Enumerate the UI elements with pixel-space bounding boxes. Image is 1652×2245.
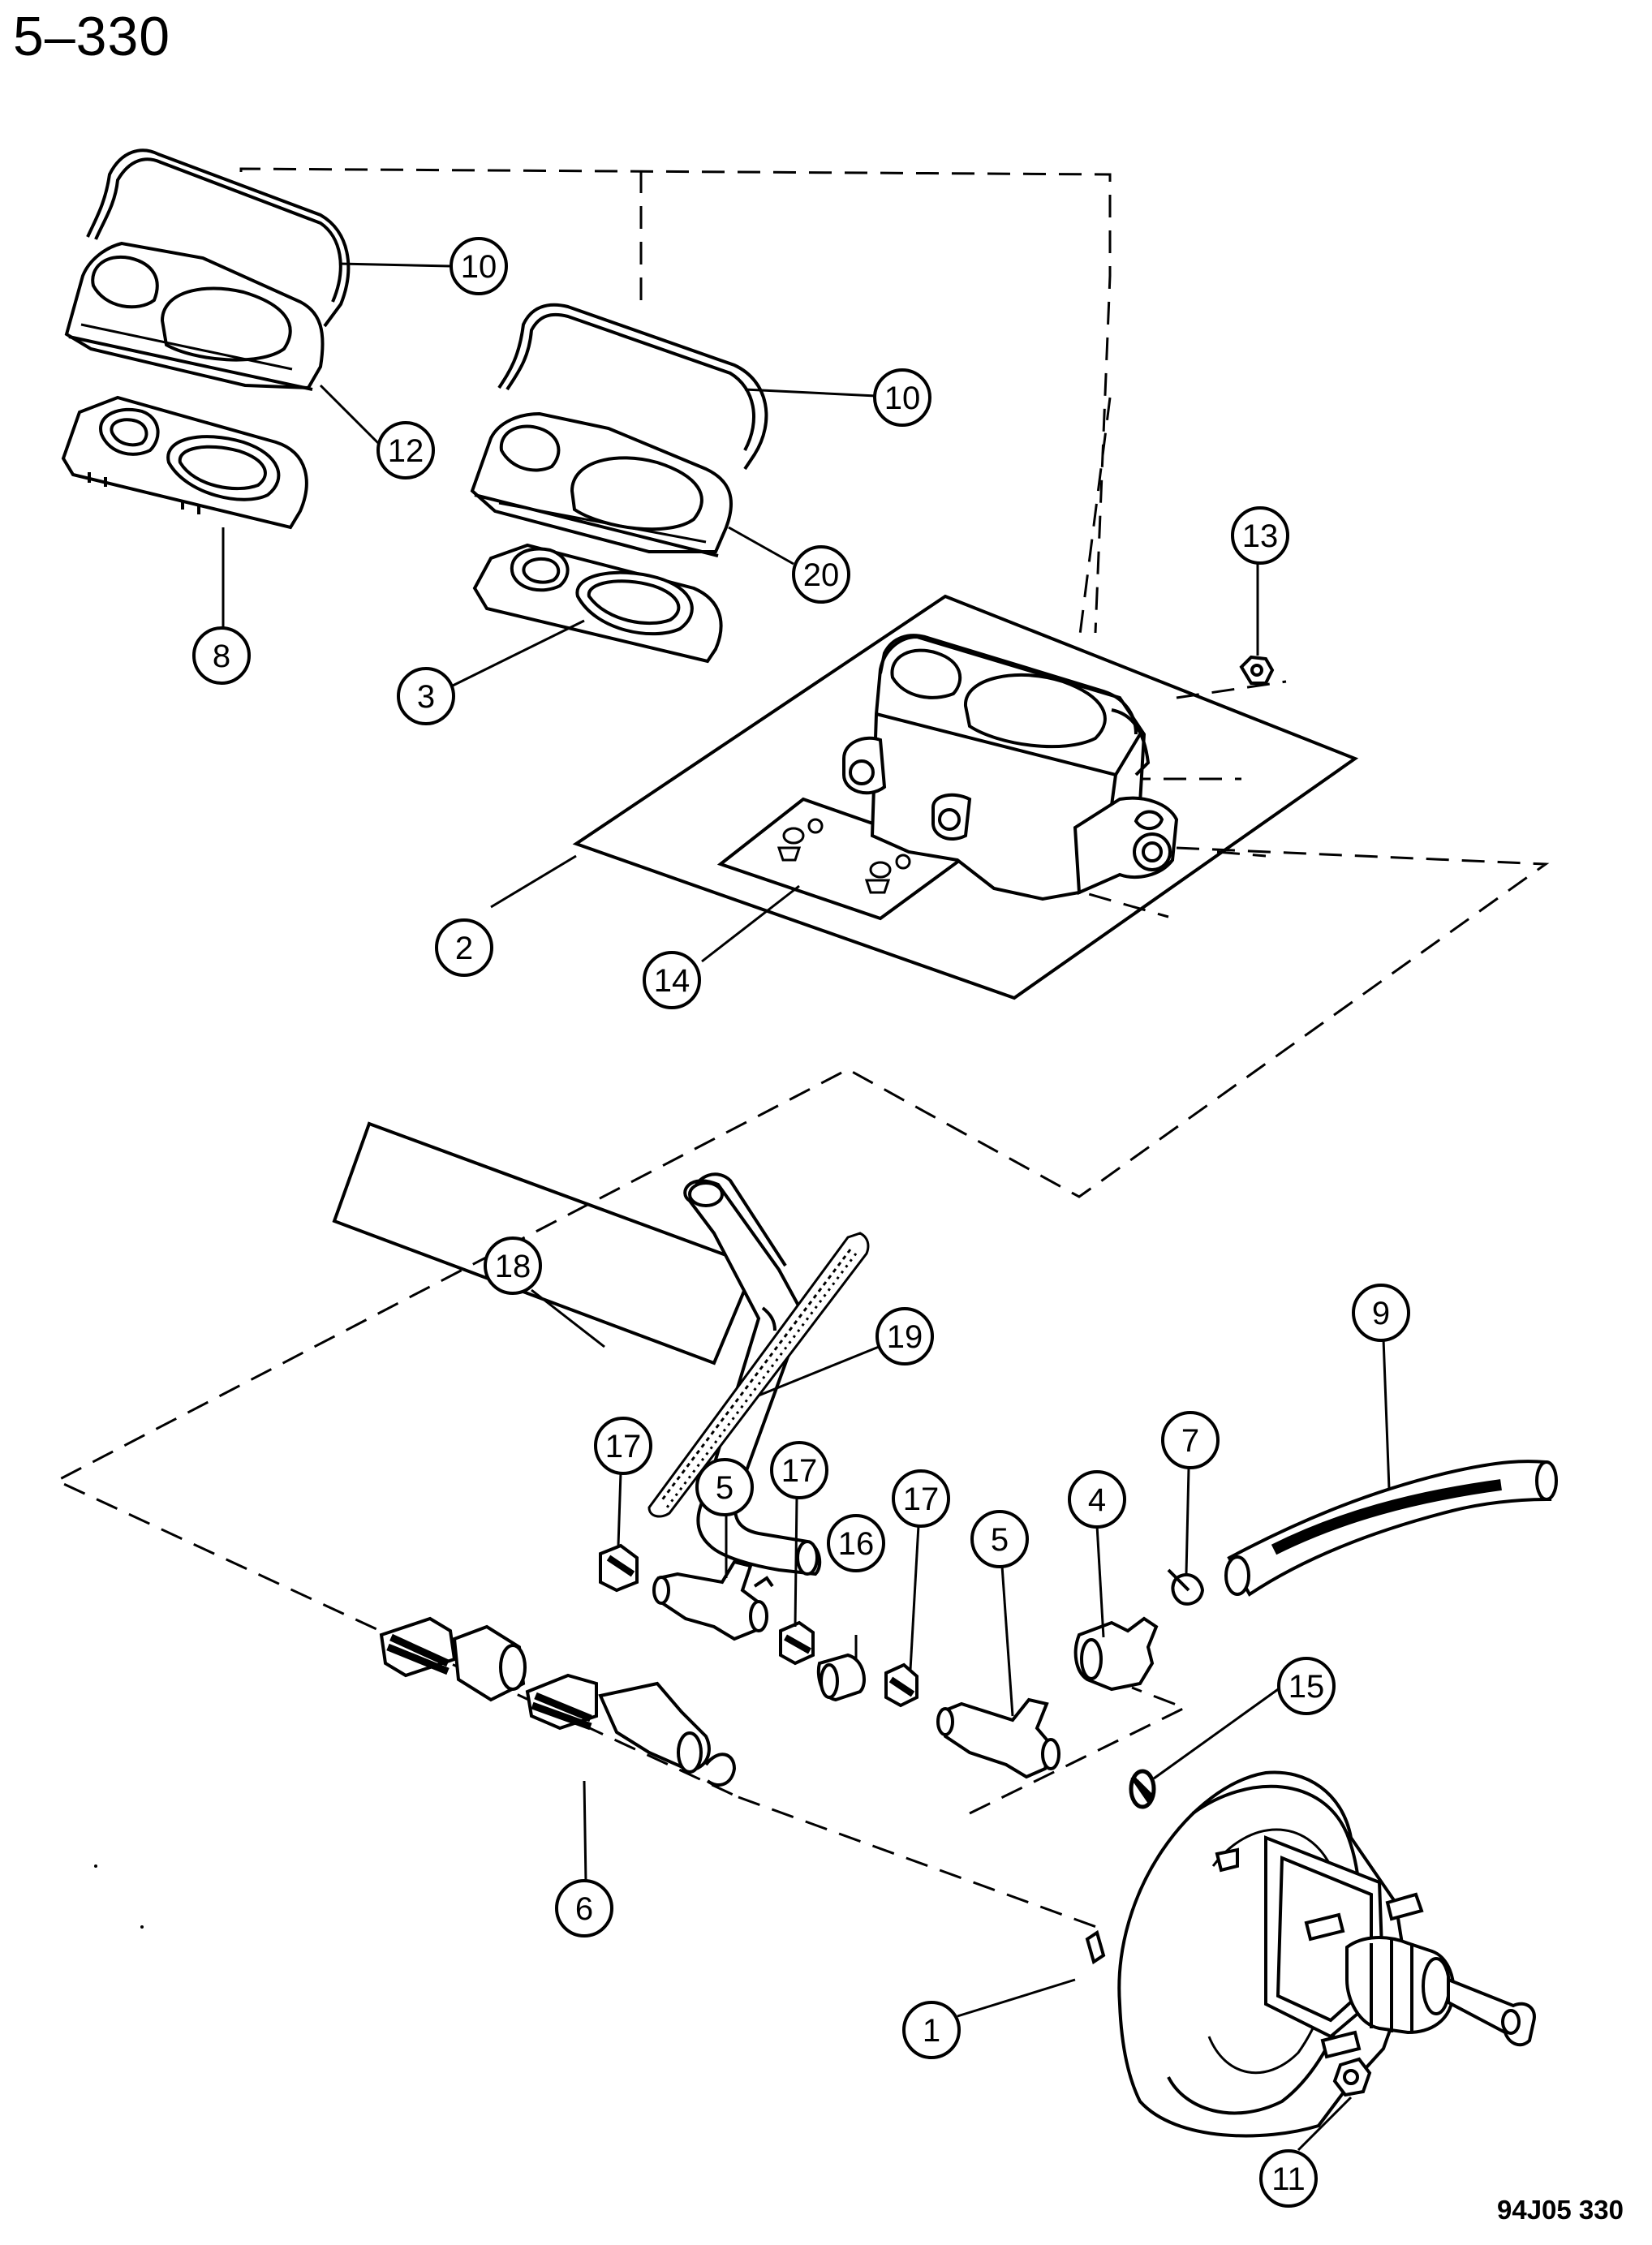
grommet-kit — [777, 818, 911, 894]
callout-7: 7 — [1181, 1423, 1199, 1459]
fittings-row — [599, 1543, 1205, 1779]
callout-4: 4 — [1088, 1482, 1106, 1518]
reservoir-gasket-left — [61, 395, 308, 530]
callout-12: 12 — [388, 433, 424, 469]
booster-grommet — [1129, 1769, 1156, 1809]
callout-5-left: 5 — [716, 1470, 734, 1506]
callout-10-left: 10 — [461, 249, 497, 285]
braided-hose — [647, 1232, 870, 1518]
vacuum-hose — [1224, 1460, 1558, 1597]
callout-11: 11 — [1271, 2161, 1306, 2197]
callout-13: 13 — [1242, 518, 1279, 554]
brake-booster — [1085, 1770, 1536, 2138]
callout-5-right: 5 — [991, 1522, 1009, 1558]
callout-16: 16 — [838, 1526, 875, 1562]
page-number: 5–330 — [13, 6, 171, 67]
callout-18: 18 — [495, 1249, 531, 1284]
reservoir-cover-right — [470, 411, 733, 557]
callout-17-right: 17 — [903, 1482, 940, 1517]
reservoir-cover-left — [64, 241, 325, 391]
master-cylinder — [842, 634, 1179, 901]
callout-17-left: 17 — [605, 1429, 642, 1464]
callout-17-middle: 17 — [781, 1453, 818, 1489]
booster-nut — [1332, 2057, 1372, 2097]
callout-2: 2 — [455, 931, 473, 966]
callout-10-right: 10 — [884, 381, 921, 416]
callout-1: 1 — [923, 2013, 940, 2049]
retainer-wire-right — [497, 303, 768, 471]
callout-9: 9 — [1372, 1296, 1390, 1331]
callout-19: 19 — [887, 1319, 923, 1355]
tee-fitting-2 — [939, 1697, 1053, 1779]
figure-code: 94J05 330 — [1497, 2195, 1624, 2225]
callout-14: 14 — [654, 963, 690, 999]
reservoir-nut — [1239, 655, 1275, 685]
callout-15: 15 — [1288, 1669, 1325, 1705]
callout-balloons — [192, 237, 1410, 2208]
callout-numbers: 10 12 8 10 20 3 13 2 14 18 19 9 17 5 17 … — [213, 249, 1390, 2197]
speck-marks — [94, 1864, 144, 1929]
tee-fitting-1 — [656, 1559, 761, 1641]
callout-3: 3 — [417, 679, 435, 715]
callout-20: 20 — [803, 557, 840, 593]
reservoir-gasket-right — [472, 543, 723, 664]
valve-kit-parts — [379, 1616, 737, 1787]
callout-8: 8 — [213, 639, 230, 674]
leader-lines — [222, 262, 1391, 2152]
valve-kit-frame — [332, 1121, 757, 1365]
callout-6: 6 — [575, 1891, 593, 1927]
